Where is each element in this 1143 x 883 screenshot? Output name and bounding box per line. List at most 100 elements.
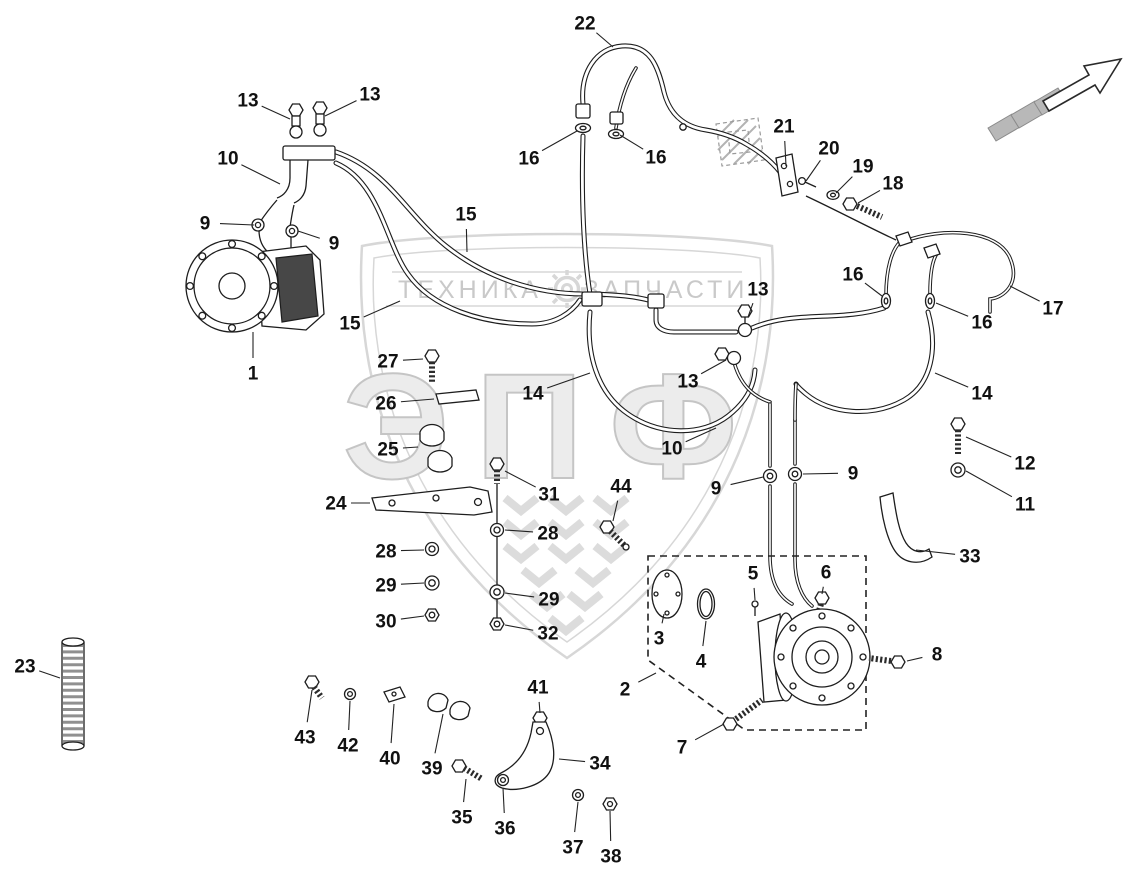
bottom-hardware-row xyxy=(304,675,618,811)
clamp-39-b xyxy=(449,700,471,721)
callout-label-21: 21 xyxy=(773,117,795,138)
callout-leader-15 xyxy=(363,300,401,318)
callout-label-13: 13 xyxy=(237,91,258,112)
callout-leader-28 xyxy=(504,529,534,533)
callout-leader-22 xyxy=(596,32,614,48)
callout-label-14: 14 xyxy=(522,384,544,405)
callout-label-9: 9 xyxy=(848,464,859,485)
callout-leader-8 xyxy=(906,656,923,662)
callout-label-32: 32 xyxy=(537,624,558,645)
callout-leader-9 xyxy=(730,476,764,486)
callout-label-33: 33 xyxy=(959,547,980,568)
left-fitting-cluster xyxy=(251,101,336,254)
cover-plate-3 xyxy=(651,569,683,619)
callout-label-22: 22 xyxy=(574,14,595,35)
callout-leader-9 xyxy=(802,472,839,475)
callout-label-16: 16 xyxy=(971,313,992,334)
callout-leader-18 xyxy=(857,189,881,204)
callout-label-40: 40 xyxy=(379,749,400,770)
callout-label-39: 39 xyxy=(421,759,442,780)
callout-leader-13 xyxy=(324,100,357,117)
callout-label-9: 9 xyxy=(711,479,722,500)
watermark-brand-right: ЗАПЧАСТИ xyxy=(584,276,749,304)
callout-label-35: 35 xyxy=(451,808,473,829)
callout-leader-16 xyxy=(864,282,883,297)
callout-leader-38 xyxy=(609,810,612,842)
top-tee-fittings xyxy=(574,103,687,140)
clamp-25-lower xyxy=(427,449,453,473)
callout-label-29: 29 xyxy=(375,576,396,597)
right-washers-16 xyxy=(880,231,941,310)
washer-9-pipe-right xyxy=(787,466,803,482)
callout-leader-30 xyxy=(400,615,425,620)
callout-label-9: 9 xyxy=(329,234,340,255)
o-ring-4 xyxy=(696,588,716,620)
callout-leader-2 xyxy=(638,672,657,683)
callout-leader-40 xyxy=(390,703,395,744)
callout-leader-11 xyxy=(965,470,1013,498)
callout-leader-16 xyxy=(619,134,644,150)
callout-label-28: 28 xyxy=(537,524,558,545)
callout-leader-41 xyxy=(538,701,541,714)
callout-leader-26 xyxy=(400,398,435,403)
callout-leader-7 xyxy=(694,723,725,741)
callout-label-37: 37 xyxy=(562,838,583,859)
banjo-bolt-13-left xyxy=(288,103,304,139)
callout-leader-10 xyxy=(241,164,281,185)
callout-leader-29 xyxy=(400,582,425,585)
callout-leader-14 xyxy=(546,372,591,389)
callout-label-15: 15 xyxy=(339,314,361,335)
traction-motor-1 xyxy=(185,239,325,333)
callout-leader-13 xyxy=(700,359,727,375)
hydraulic-hoses xyxy=(333,43,1016,608)
callout-label-7: 7 xyxy=(677,738,688,759)
callout-leader-13 xyxy=(261,105,291,120)
callout-label-31: 31 xyxy=(538,485,560,506)
bolt-12-washer-11 xyxy=(950,417,966,478)
watermark-monogram: ЭПФ xyxy=(343,342,764,510)
callout-leader-9 xyxy=(297,230,320,239)
callout-label-25: 25 xyxy=(377,440,399,461)
plug-5 xyxy=(751,600,759,616)
bolt-27 xyxy=(424,349,440,384)
callout-leader-9 xyxy=(219,223,255,226)
callout-label-1: 1 xyxy=(248,364,259,385)
callout-label-12: 12 xyxy=(1014,454,1035,475)
plate-26 xyxy=(435,389,480,405)
callout-leader-16 xyxy=(541,130,578,152)
coil-spring-23 xyxy=(61,637,85,751)
callout-label-23: 23 xyxy=(14,657,35,678)
bolt-7 xyxy=(722,697,764,731)
callout-leader-28 xyxy=(400,549,425,552)
callout-leader-4 xyxy=(702,620,707,647)
brand-shield-watermark: ТЕХНИКА ЗАПЧАСТИ ЭПФ xyxy=(342,232,775,660)
callout-leader-25 xyxy=(402,446,419,449)
fitting-44 xyxy=(599,520,630,551)
callout-leader-20 xyxy=(805,159,821,182)
washer-28-left xyxy=(424,541,440,557)
callout-label-20: 20 xyxy=(818,139,839,160)
bolt-31-stack xyxy=(489,457,505,631)
callout-label-29: 29 xyxy=(538,590,559,611)
washer-9-left xyxy=(251,218,265,232)
callout-leader-6 xyxy=(821,586,824,595)
callout-label-10: 10 xyxy=(661,439,682,460)
callout-label-13: 13 xyxy=(677,372,698,393)
washer-42 xyxy=(343,687,357,701)
callout-leader-27 xyxy=(402,358,424,361)
callout-label-36: 36 xyxy=(494,819,515,840)
callout-leader-14 xyxy=(934,372,969,388)
callout-leader-37 xyxy=(574,801,579,833)
callout-label-8: 8 xyxy=(932,645,943,666)
callout-label-9: 9 xyxy=(200,214,211,235)
callout-label-10: 10 xyxy=(217,149,238,170)
mounting-hardware-column xyxy=(371,349,630,631)
callout-leader-39 xyxy=(434,713,444,754)
callout-label-16: 16 xyxy=(518,149,539,170)
callout-leader-13 xyxy=(747,302,754,318)
banjo-bolt-13-right xyxy=(312,101,328,137)
bolt-43 xyxy=(304,675,325,700)
callout-label-16: 16 xyxy=(842,265,863,286)
callout-label-42: 42 xyxy=(337,736,358,757)
